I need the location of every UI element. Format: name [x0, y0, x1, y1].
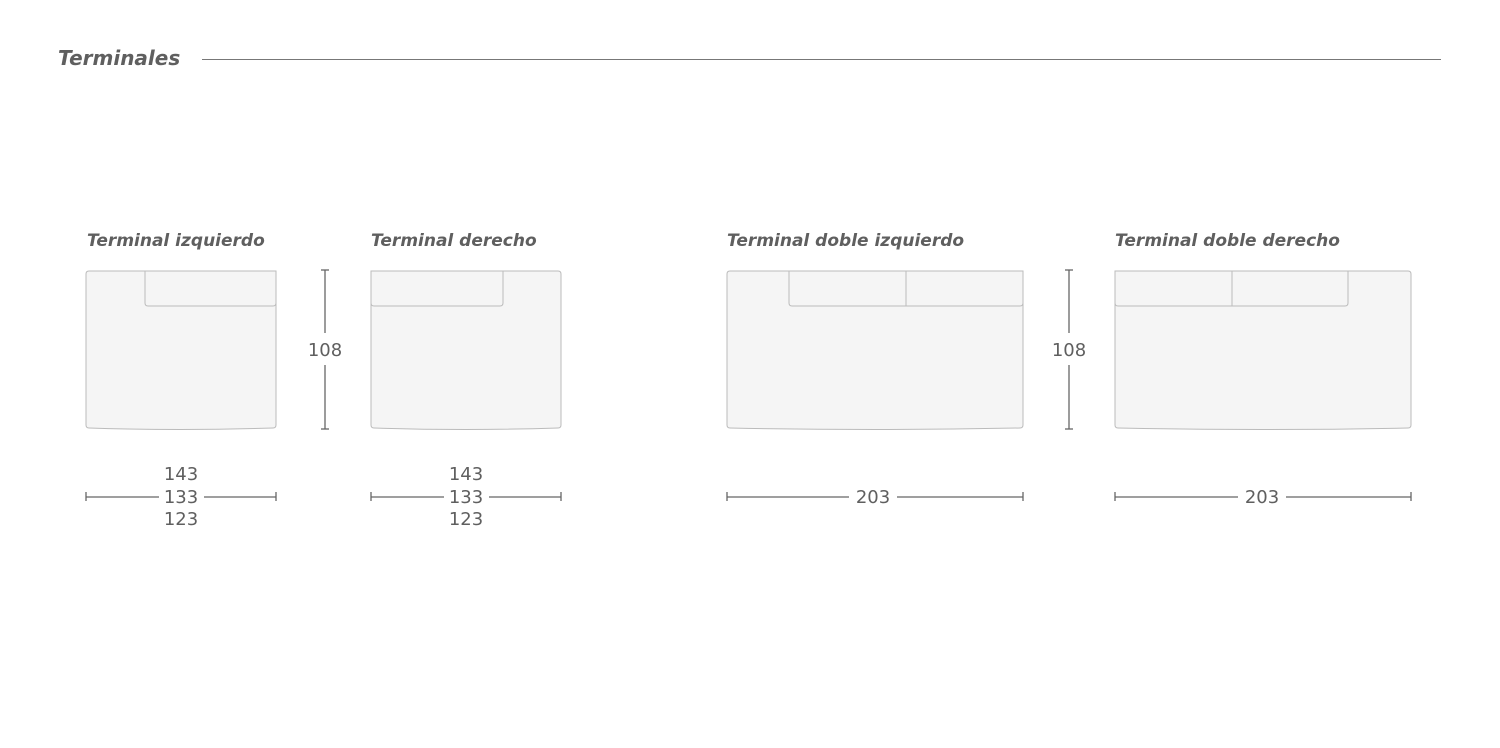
width-value: 203 [1245, 487, 1279, 508]
depth-dimension-2: 108 [1052, 269, 1086, 430]
label-terminal-doble-izquierdo: Terminal doble izquierdo [727, 231, 965, 251]
width-dimension-3: 203 [726, 487, 1024, 508]
back-cushion [144, 270, 277, 307]
back-cushion-right [905, 270, 1024, 307]
depth-value: 108 [308, 340, 342, 361]
width-dimension-2: 143 133 123 [370, 464, 562, 530]
width-value-mid: 133 [449, 487, 483, 508]
depth-dimension-1: 108 [308, 269, 342, 430]
width-dimension-4: 203 [1114, 487, 1412, 508]
back-cushion-left [788, 270, 907, 307]
width-value-max: 143 [449, 464, 483, 485]
width-value-max: 143 [164, 464, 198, 485]
width-value-min: 123 [164, 509, 198, 530]
width-value: 203 [856, 487, 890, 508]
depth-value: 108 [1052, 340, 1086, 361]
back-cushion-left [1114, 270, 1233, 307]
label-terminal-doble-derecho: Terminal doble derecho [1115, 231, 1340, 251]
width-value-mid: 133 [164, 487, 198, 508]
back-cushion-right [1231, 270, 1349, 307]
seat-outline [1114, 270, 1412, 430]
label-terminal-izquierdo: Terminal izquierdo [87, 231, 265, 251]
module-terminal-doble-izquierdo [726, 270, 1024, 430]
width-dimension-1: 143 133 123 [85, 464, 277, 530]
module-terminal-doble-derecho [1114, 270, 1412, 430]
section-title: Terminales [58, 46, 181, 70]
label-terminal-derecho: Terminal derecho [371, 231, 537, 251]
module-terminal-derecho [370, 270, 562, 430]
back-cushion [370, 270, 504, 307]
module-terminal-izquierdo [85, 270, 277, 430]
title-divider [202, 59, 1441, 60]
width-value-min: 123 [449, 509, 483, 530]
